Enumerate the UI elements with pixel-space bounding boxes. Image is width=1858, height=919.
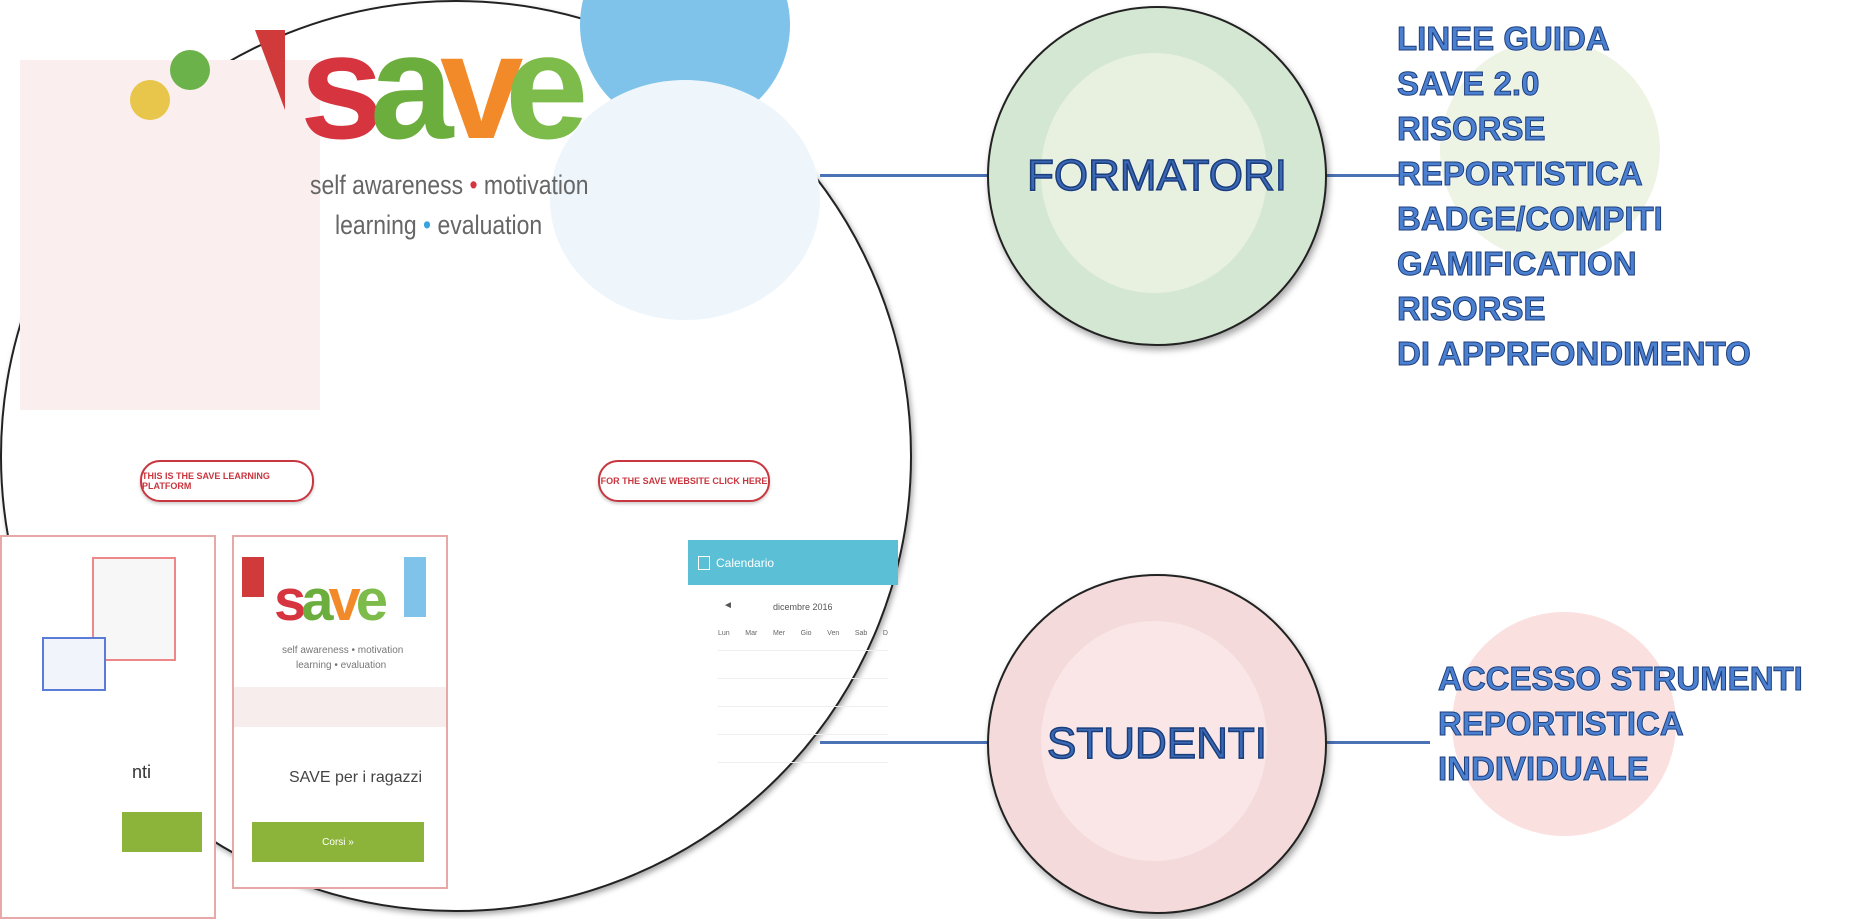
logo-tagline-line1: self awareness • motivation [310,170,589,200]
logo-tagline-line2: learning • evaluation [335,210,543,240]
formatori-list-bg-circle [1440,40,1660,260]
card-mid-tagline1: self awareness • motivation [282,645,404,656]
bg-yellow-dot [130,80,170,120]
formatori-item: RISORSE [1397,110,1547,148]
bg-red-triangle [225,30,285,110]
card-mid-tagline2: learning • evaluation [296,660,387,671]
card-mid-logo: save [274,568,388,633]
formatori-item: DI APPRFONDIMENTO [1397,335,1752,373]
studenti-list-bg-circle [1452,612,1676,836]
calendar-grid [718,650,888,800]
studenti-item: ACCESSO STRUMENTI [1438,660,1804,698]
bg-pale-blue-shape [550,80,820,320]
formatori-inner-highlight [1041,53,1267,293]
formatori-list: LINEE GUIDA SAVE 2.0 RISORSE REPORTISTIC… [1397,16,1752,376]
formatori-item: SAVE 2.0 [1397,65,1540,103]
studenti-label: STUDENTI [1046,718,1268,769]
connector-screenshot-formatori [820,174,990,177]
card-save-ragazzi[interactable]: save self awareness • motivation learnin… [232,535,448,889]
connector-screenshot-studenti [820,741,990,744]
card-mid-image-area [234,687,446,727]
card-left-image [92,557,176,661]
card-mid-courses-button[interactable]: Corsi » [252,822,424,862]
calendar-title: Calendario [716,555,775,570]
studenti-item: REPORTISTICA [1438,705,1685,743]
card-left[interactable]: nti [0,535,216,919]
save-logo: s a v e [300,2,589,170]
formatori-item: GAMIFICATION [1397,245,1638,283]
formatori-item: REPORTISTICA [1397,155,1644,193]
studenti-circle: STUDENTI [987,574,1327,914]
formatori-item: LINEE GUIDA [1397,20,1611,58]
calendar-prev-arrow[interactable]: ◄ [723,600,733,611]
connector-studenti-list [1320,741,1430,744]
card-mid-red-corner [242,557,264,597]
connector-formatori-list [1320,174,1410,177]
formatori-circle: FORMATORI [987,6,1327,346]
calendar-icon [698,555,710,570]
card-mid-title: SAVE per i ragazzi [289,769,423,786]
card-left-image-blue [42,637,106,691]
card-left-title: nti [132,762,152,782]
studenti-item: INDIVIDUALE [1438,750,1650,788]
calendar-month: dicembre 2016 [773,602,833,612]
formatori-item: BADGE/COMPITI [1397,200,1664,238]
studenti-list: ACCESSO STRUMENTI REPORTISTICA INDIVIDUA… [1438,656,1804,791]
formatori-item: RISORSE [1397,290,1547,328]
learning-platform-button[interactable]: THIS IS THE SAVE LEARNING PLATFORM [140,460,314,502]
card-mid-blue-corner [404,557,426,617]
studenti-inner-highlight [1041,621,1267,861]
formatori-label: FORMATORI [1026,150,1287,201]
website-button[interactable]: FOR THE SAVE WEBSITE CLICK HERE [598,460,770,502]
calendar-header: Calendario [688,540,898,585]
bg-green-dot [170,50,210,90]
card-left-green-bar [122,812,202,852]
screenshot-preview-circle: s a v e self awareness • motivation lear… [0,0,912,919]
bg-pink-shape [20,60,320,410]
